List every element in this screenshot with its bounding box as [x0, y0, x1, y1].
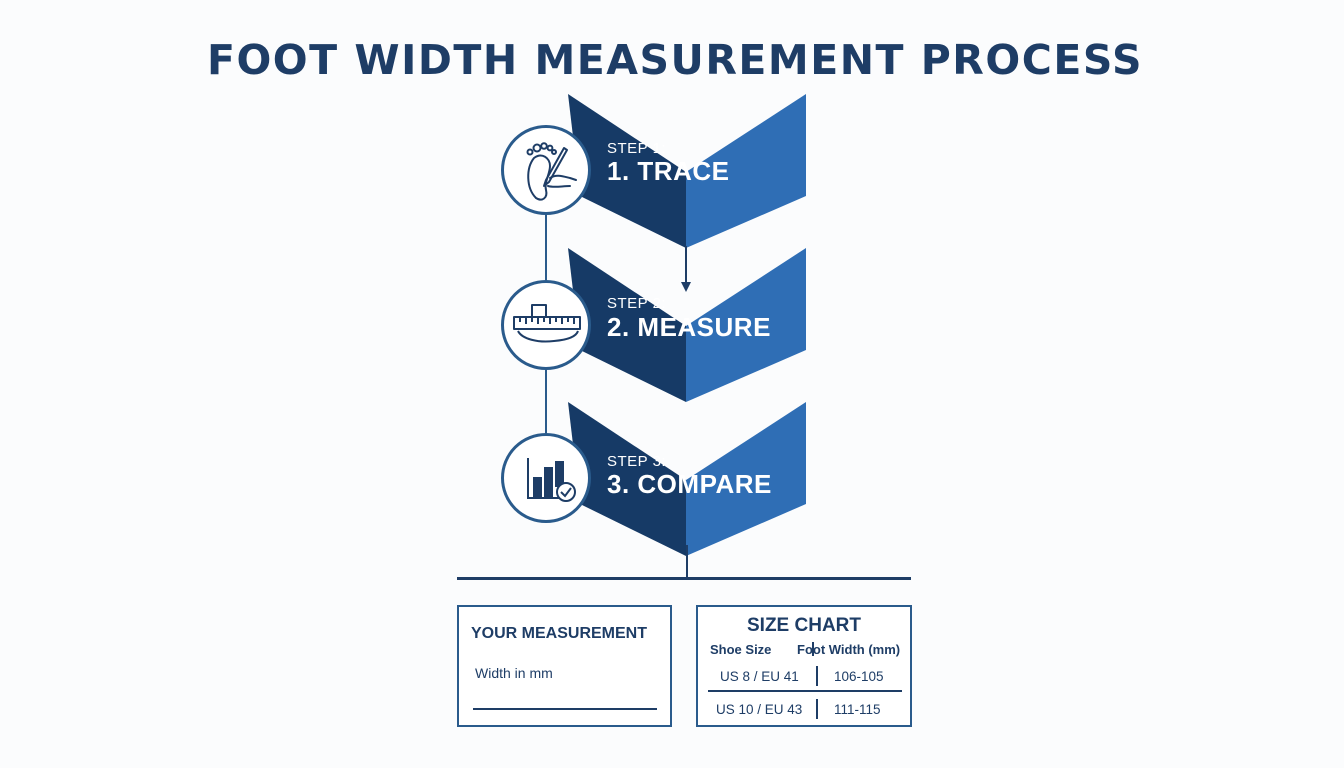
foot-tracing-pencil-icon — [526, 142, 577, 201]
size-chart-heading: SIZE CHART — [747, 615, 861, 636]
width-field-label: Width in mm — [475, 665, 553, 681]
table-cell: US 10 / EU 43 — [716, 702, 803, 717]
base-divider — [457, 577, 911, 580]
step-1-chevron — [568, 94, 806, 248]
connector-stem — [686, 545, 688, 578]
bar-chart-check-icon — [527, 458, 576, 502]
table-cell: 111-115 — [834, 702, 881, 717]
step-2-chevron — [568, 248, 806, 402]
row-divider — [708, 690, 902, 692]
column-separator — [816, 666, 818, 686]
size-chart-box: SIZE CHART Shoe Size Foot Width (mm) US … — [696, 605, 912, 727]
connector-line — [545, 212, 547, 280]
column-header-shoe-size: Shoe Size — [710, 642, 772, 657]
column-header-foot-width: Foot Width (mm) — [797, 642, 901, 657]
column-separator — [816, 699, 818, 719]
measurement-heading: YOUR MEASUREMENT — [471, 625, 648, 642]
step-3-icon-circle — [501, 433, 591, 523]
measurement-box: YOUR MEASUREMENT Width in mm — [457, 605, 672, 727]
page-title: FOOT WIDTH MEASUREMENT PROCESS — [206, 36, 1144, 84]
step-3-chevron — [568, 402, 806, 556]
step-1-icon-circle — [501, 125, 591, 215]
connector-line — [545, 367, 547, 433]
step-2-label: STEP 2: — [607, 295, 667, 312]
step-2-icon-circle — [501, 280, 591, 370]
down-arrow-icon — [681, 246, 691, 292]
table-cell: 106-105 — [834, 669, 884, 684]
ruler-foot-icon — [513, 304, 581, 343]
step-3-label: STEP 3: — [607, 453, 667, 470]
width-entry-line — [473, 708, 657, 710]
step-1-name: 1. TRACE — [607, 156, 730, 186]
step-2-name: 2. MEASURE — [607, 312, 771, 342]
table-cell: US 8 / EU 41 — [720, 669, 799, 684]
step-3-name: 3. COMPARE — [607, 469, 772, 499]
column-separator — [812, 642, 814, 656]
step-1-label: STEP 1: — [607, 140, 667, 157]
